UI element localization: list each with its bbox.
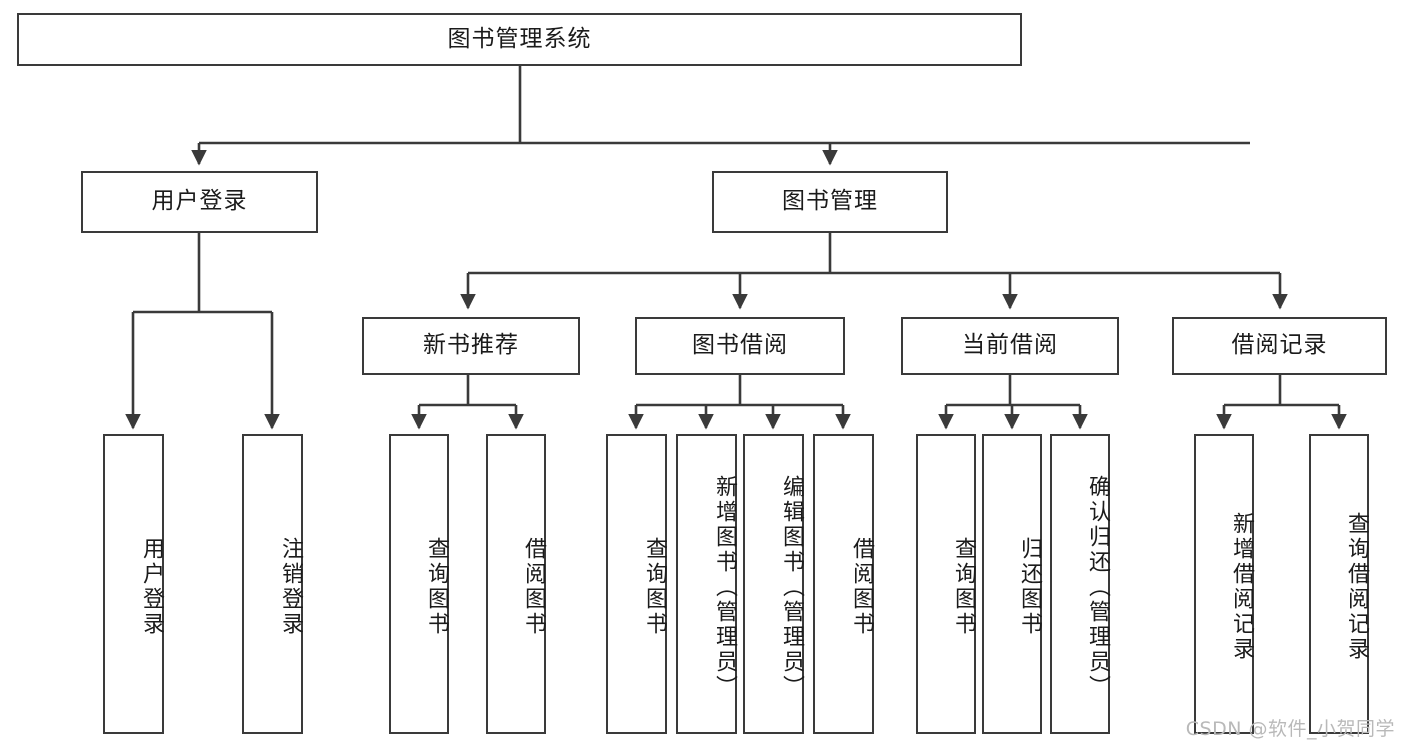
node-borrow-records[interactable]: 借阅记录 bbox=[1172, 317, 1387, 375]
node-label: 新书推荐 bbox=[423, 332, 519, 359]
node-label: 查询图书 bbox=[424, 537, 449, 637]
node-label: 用户登录 bbox=[139, 537, 164, 637]
node-leaf-edit-book-admin[interactable]: 编辑图书（管理员） bbox=[743, 434, 804, 734]
node-leaf-logout[interactable]: 注销登录 bbox=[242, 434, 303, 734]
node-label: 查询借阅记录 bbox=[1344, 512, 1369, 662]
node-user-login[interactable]: 用户登录 bbox=[81, 171, 318, 233]
node-label: 确认归还（管理员） bbox=[1085, 474, 1110, 700]
node-label: 新增图书（管理员） bbox=[712, 474, 737, 700]
node-label: 注销登录 bbox=[278, 537, 303, 637]
node-new-book-recommend[interactable]: 新书推荐 bbox=[362, 317, 580, 375]
node-current-borrow[interactable]: 当前借阅 bbox=[901, 317, 1119, 375]
node-leaf-query-borrow-record[interactable]: 查询借阅记录 bbox=[1309, 434, 1369, 734]
node-label: 当前借阅 bbox=[962, 332, 1058, 359]
node-label: 借阅图书 bbox=[849, 537, 874, 637]
node-label: 查询图书 bbox=[951, 537, 976, 637]
node-leaf-add-borrow-record[interactable]: 新增借阅记录 bbox=[1194, 434, 1254, 734]
node-leaf-borrow-book[interactable]: 借阅图书 bbox=[813, 434, 874, 734]
node-leaf-borrow-book-recommend[interactable]: 借阅图书 bbox=[486, 434, 546, 734]
node-label: 查询图书 bbox=[642, 537, 667, 637]
node-leaf-add-book-admin[interactable]: 新增图书（管理员） bbox=[676, 434, 737, 734]
node-label: 图书管理系统 bbox=[447, 25, 592, 52]
node-label: 编辑图书（管理员） bbox=[779, 474, 804, 700]
watermark-text: CSDN @软件_小贺同学 bbox=[1185, 718, 1395, 740]
node-leaf-query-book[interactable]: 查询图书 bbox=[606, 434, 667, 734]
node-label: 用户登录 bbox=[151, 188, 248, 215]
node-label: 归还图书 bbox=[1017, 537, 1042, 637]
node-label: 借阅图书 bbox=[521, 537, 546, 637]
node-label: 图书管理 bbox=[782, 188, 878, 215]
node-label: 借阅记录 bbox=[1231, 332, 1328, 359]
node-book-management[interactable]: 图书管理 bbox=[712, 171, 948, 233]
node-label: 新增借阅记录 bbox=[1229, 512, 1254, 662]
node-book-borrow[interactable]: 图书借阅 bbox=[635, 317, 845, 375]
node-root-system[interactable]: 图书管理系统 bbox=[17, 13, 1022, 66]
node-leaf-user-login[interactable]: 用户登录 bbox=[103, 434, 164, 734]
node-label: 图书借阅 bbox=[692, 332, 788, 359]
node-leaf-confirm-return-admin[interactable]: 确认归还（管理员） bbox=[1050, 434, 1110, 734]
node-leaf-query-book-recommend[interactable]: 查询图书 bbox=[389, 434, 449, 734]
node-leaf-query-book-current[interactable]: 查询图书 bbox=[916, 434, 976, 734]
node-leaf-return-book[interactable]: 归还图书 bbox=[982, 434, 1042, 734]
